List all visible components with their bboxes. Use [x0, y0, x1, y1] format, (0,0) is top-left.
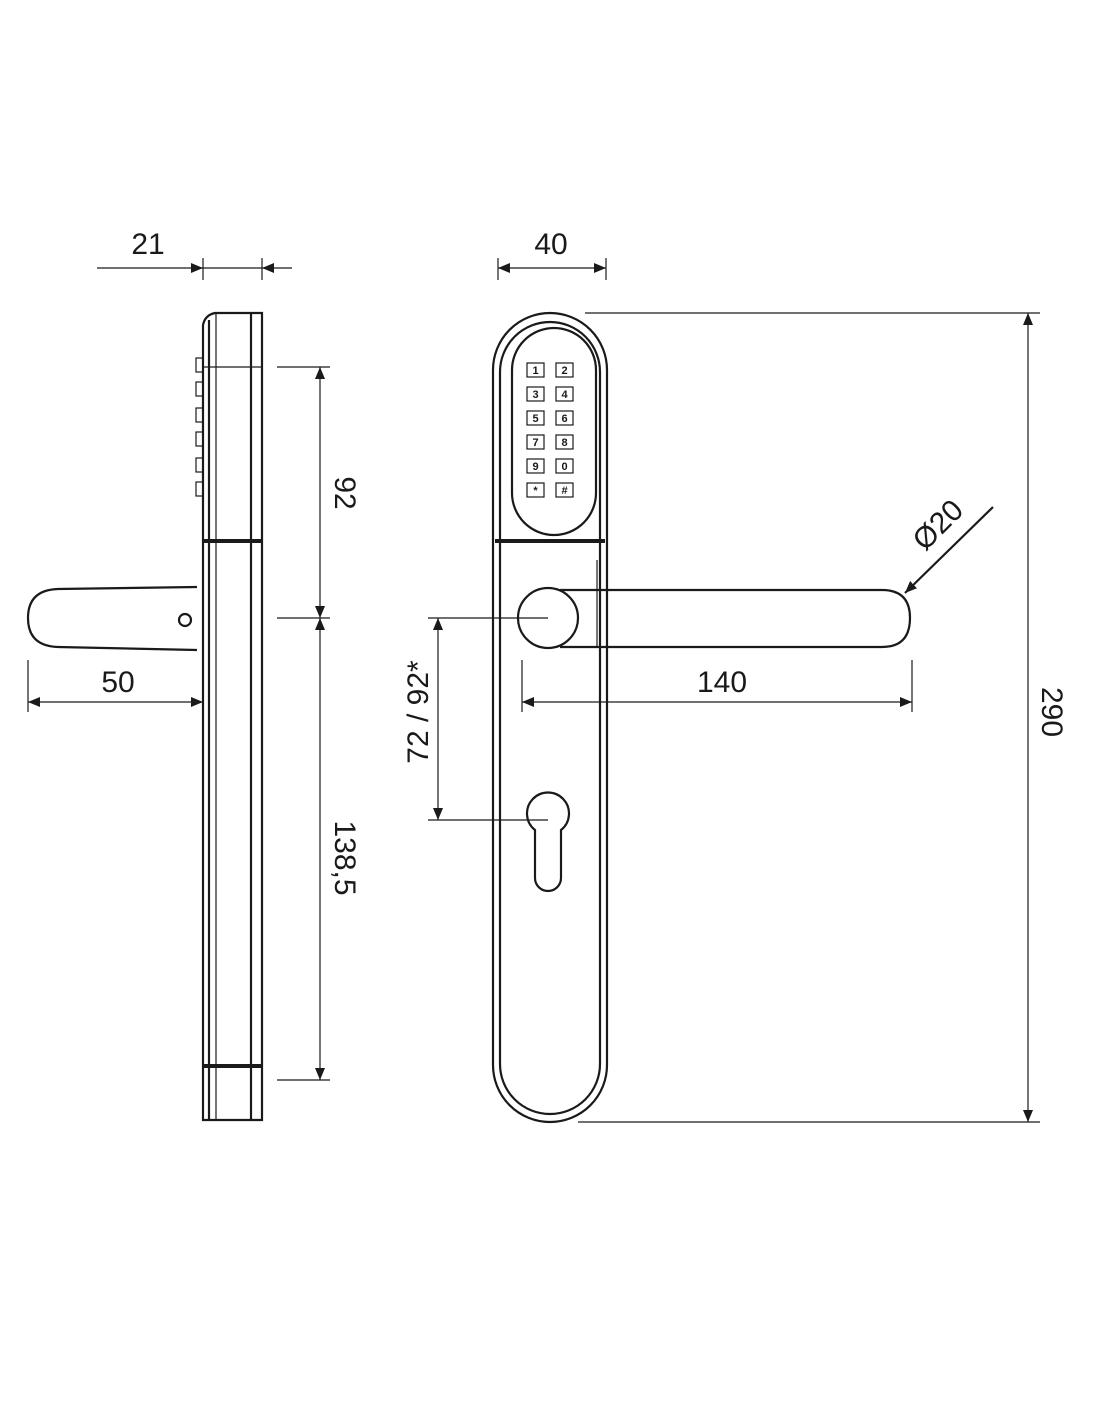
keypad-key[interactable]: 0: [555, 458, 574, 474]
keypad-key[interactable]: #: [555, 482, 574, 498]
keypad-key[interactable]: 5: [526, 410, 545, 426]
keypad-key[interactable]: 3: [526, 386, 545, 402]
dim-front-width: 40: [534, 228, 567, 261]
key-label: *: [533, 485, 538, 497]
keypad-key[interactable]: 2: [555, 362, 574, 378]
key-outline: [526, 458, 545, 474]
key-label: 7: [532, 437, 538, 449]
dim-total-height: 290: [1035, 687, 1068, 737]
side-view: [26, 311, 264, 1122]
key-outline: [526, 410, 545, 426]
key-label: 6: [561, 413, 567, 425]
key-label: #: [561, 485, 567, 497]
keypad-key[interactable]: 7: [526, 434, 545, 450]
dimension-lines: [27, 258, 1040, 1123]
keypad-key[interactable]: 8: [555, 434, 574, 450]
key-outline: [555, 482, 574, 498]
key-label: 3: [532, 389, 538, 401]
keypad: 1 2 3 4 5 6 7 8 9 0 * #: [526, 362, 574, 498]
dim-side-width: 21: [131, 228, 164, 261]
cylinder-keyhole: [525, 791, 571, 893]
keypad-key[interactable]: 9: [526, 458, 545, 474]
key-outline: [555, 458, 574, 474]
key-outline: [555, 386, 574, 402]
keypad-key[interactable]: 1: [526, 362, 545, 378]
key-outline: [526, 362, 545, 378]
key-outline: [555, 362, 574, 378]
side-lever: [26, 585, 198, 652]
handle-bar: [560, 588, 912, 649]
keypad-panel: [510, 326, 598, 537]
key-outline: [526, 434, 545, 450]
key-outline: [526, 482, 545, 498]
key-label: 8: [561, 437, 567, 449]
keypad-key[interactable]: *: [526, 482, 545, 498]
dimension-labels: 21 40 92 138,5 50 72 / 92* 140 290 Ø20: [101, 228, 1068, 896]
key-label: 0: [561, 461, 567, 473]
key-label: 1: [532, 365, 538, 377]
front-view: 1 2 3 4 5 6 7 8 9 0 * #: [491, 311, 912, 1124]
key-outline: [555, 434, 574, 450]
side-keypad-buttons: [195, 357, 204, 497]
key-label: 9: [532, 461, 538, 473]
key-outline: [526, 386, 545, 402]
keypad-key[interactable]: 6: [555, 410, 574, 426]
dim-lever-projection: 50: [101, 666, 134, 699]
key-outline: [555, 410, 574, 426]
lever-pin-hole: [177, 612, 193, 628]
keypad-key[interactable]: 4: [555, 386, 574, 402]
key-label: 2: [561, 365, 567, 377]
dim-keypad-height: 92: [328, 476, 361, 509]
dim-handle-length: 140: [697, 666, 747, 699]
dim-center-distance: 72 / 92*: [402, 660, 435, 764]
key-label: 4: [561, 389, 568, 401]
dim-lower-height: 138,5: [328, 820, 361, 895]
key-label: 5: [532, 413, 538, 425]
dim-handle-diameter: Ø20: [907, 494, 970, 557]
